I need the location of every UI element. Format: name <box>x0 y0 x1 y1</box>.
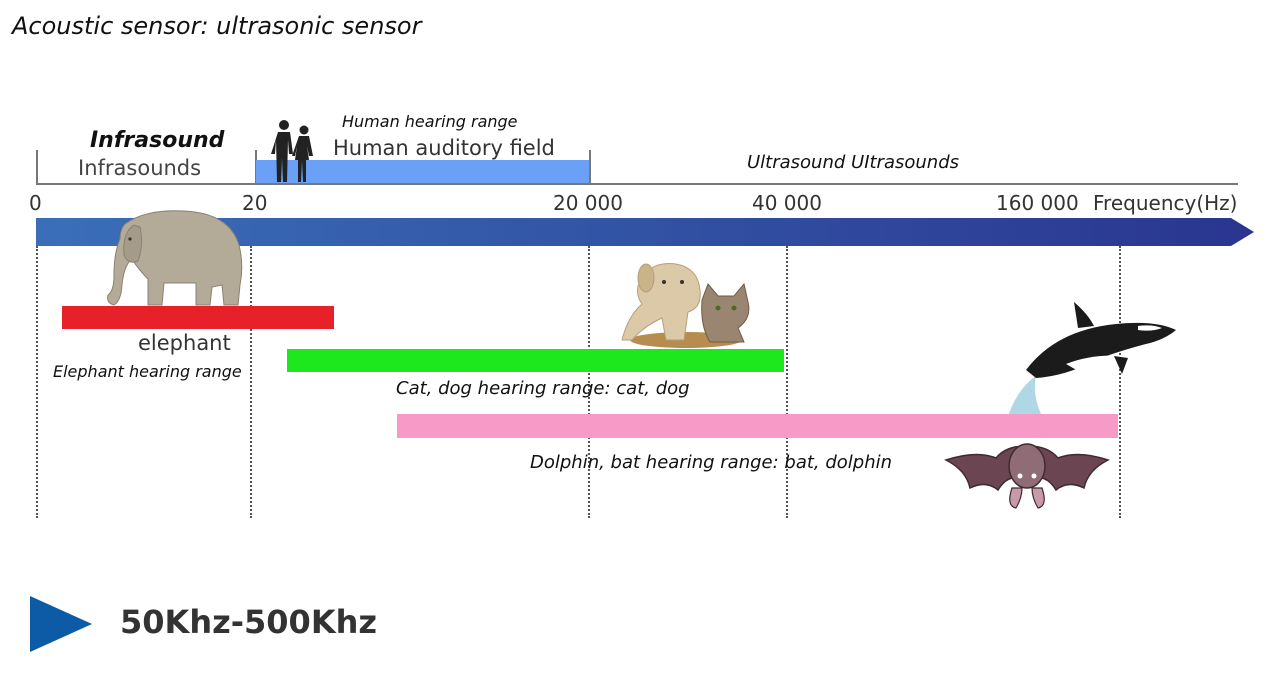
cat-dog-hearing-bar <box>287 349 784 372</box>
cat-dog-range-label: Cat, dog hearing range: cat, dog <box>396 378 690 399</box>
human-right-bracket <box>589 150 591 184</box>
tick-40000: 40 000 <box>752 191 822 215</box>
frequency-range-text: 50Khz-500Khz <box>120 603 378 641</box>
elephant-hearing-bar <box>62 306 334 329</box>
guide-line-20 <box>250 246 252 518</box>
dog-cat-icon <box>621 262 750 348</box>
bat-icon <box>944 443 1110 509</box>
page-title: Acoustic sensor: ultrasonic sensor <box>12 12 422 40</box>
infrasound-sub-label: Infrasounds <box>78 156 202 180</box>
elephant-range-label: Elephant hearing range <box>53 362 242 381</box>
orca-icon <box>1008 302 1176 416</box>
tick-0: 0 <box>29 191 42 215</box>
dolphin-bat-range-label: Dolphin, bat hearing range: bat, dolphin <box>530 452 893 473</box>
dolphin-bat-hearing-bar <box>397 414 1118 438</box>
human-couple-icon <box>271 120 313 182</box>
tick-20000: 20 000 <box>553 191 623 215</box>
elephant-label: elephant <box>138 331 231 355</box>
play-arrow-icon <box>30 596 92 652</box>
guide-line-0 <box>36 246 38 518</box>
ultrasound-label: Ultrasound UItrasounds <box>747 152 960 173</box>
tick-160000: 160 000 <box>996 191 1079 215</box>
infrasound-label: Infrasound <box>90 128 225 153</box>
axis-label: Frequency(Hz) <box>1093 191 1238 215</box>
guide-line-20000 <box>588 246 590 518</box>
guide-line-40000 <box>786 246 788 518</box>
bracket-baseline <box>36 183 1238 185</box>
human-hearing-bar <box>256 160 589 183</box>
elephant-icon <box>107 210 243 306</box>
infrasound-left-bracket <box>36 150 38 184</box>
human-auditory-field-label: Human auditory field <box>333 136 555 160</box>
tick-20: 20 <box>242 191 268 215</box>
guide-line-160000 <box>1119 246 1121 518</box>
frequency-arrow-bar <box>36 218 1254 246</box>
human-hearing-range-label: Human hearing range <box>342 112 518 131</box>
